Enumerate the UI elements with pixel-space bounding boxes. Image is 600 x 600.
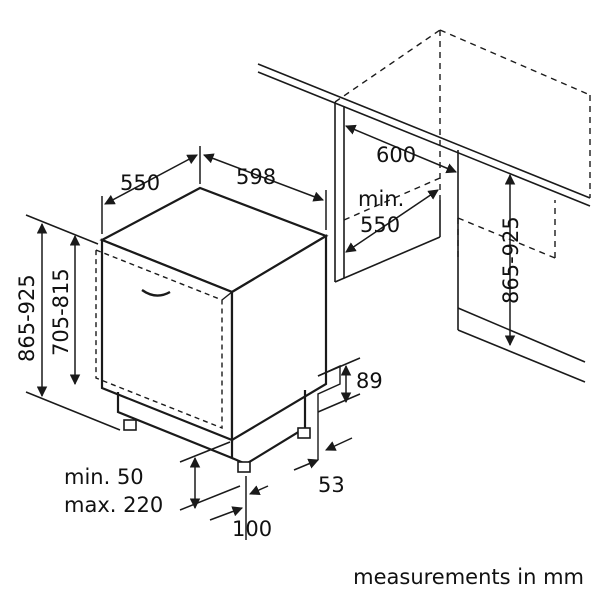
dimension-lines: [25, 124, 516, 540]
caption-units: measurements in mm: [353, 565, 584, 589]
label-depth-top: 550: [120, 171, 160, 195]
dishwasher-body: [99, 186, 329, 466]
label-foot-max: max. 220: [64, 493, 163, 517]
label-plinth-height: 89: [356, 369, 383, 393]
label-total-height: 865-925: [15, 274, 39, 362]
label-niche-height: 865-925: [499, 216, 523, 304]
label-plinth-offset: 53: [318, 473, 345, 497]
label-niche-depth-min: min.: [358, 187, 404, 211]
label-foot-min: min. 50: [64, 465, 144, 489]
label-niche-depth-value: 550: [360, 213, 400, 237]
door-outline: [95, 248, 223, 430]
niche-dashed-back: [334, 29, 591, 260]
label-door-height: 705-815: [49, 268, 73, 356]
door-handle: [141, 289, 171, 297]
door-edge: [221, 291, 233, 301]
label-niche-width: 600: [376, 143, 416, 167]
label-width-top: 598: [236, 165, 276, 189]
feet: [123, 419, 311, 473]
label-foot-setback: 100: [232, 517, 272, 541]
